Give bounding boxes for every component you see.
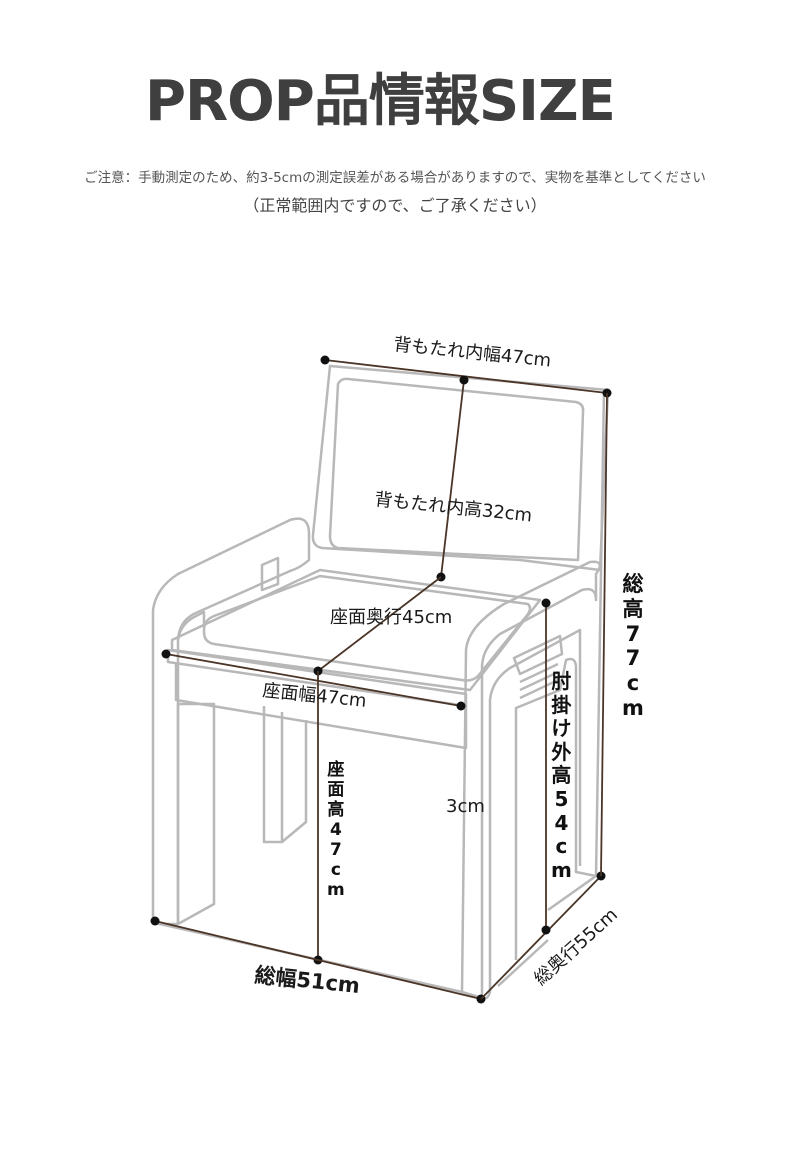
total-depth-line [480, 875, 602, 1000]
vertical-label-char: 面 [327, 780, 345, 801]
seat-depth-line [317, 576, 442, 672]
page-title: PROP品情報SIZE [145, 69, 616, 134]
vertical-label-char: c [330, 860, 341, 881]
vertical-label-char: 7 [329, 840, 342, 861]
dot [161, 649, 171, 659]
vertical-label-char: 5 [554, 786, 569, 811]
seat-cushion-inner [202, 574, 532, 682]
right-armrest-outer [481, 628, 582, 1000]
back-left-leg-side [281, 720, 308, 843]
measurement-lines [150, 355, 612, 1004]
vertical-label-char: け [551, 716, 572, 741]
left-armrest-panel [260, 556, 280, 592]
vertical-label-char: 高 [327, 800, 345, 821]
label-seat-depth: 座面奥行45cm [330, 607, 452, 628]
total-width-line [154, 920, 482, 1000]
right-rear-leg [547, 389, 606, 912]
vertical-label-char: 7 [625, 621, 641, 646]
label-seat-width: 座面幅47cm [261, 680, 367, 712]
label-backrest-inner-height: 背もたれ内高32cm [373, 489, 533, 526]
label-total-width: 総幅51cm [253, 963, 360, 998]
vertical-label-char: m [551, 857, 572, 882]
measurement-note-sub: （正常範囲内ですので、ご了承ください） [243, 196, 547, 215]
backrest-height-line [440, 379, 465, 578]
vertical-label-char: 外 [551, 739, 572, 764]
right-armrest [460, 560, 602, 1000]
vertical-label-char: 座 [327, 760, 345, 780]
measurement-note: ご注意：手動測定のため、約3-5cmの測定誤差がある場合がありますので、実物を基… [84, 170, 706, 186]
dot [459, 375, 469, 385]
backrest-cushion [328, 377, 585, 562]
right-side-panel [514, 657, 597, 960]
left-armrest [151, 517, 311, 926]
dot [541, 925, 551, 935]
back-left-leg [262, 706, 284, 844]
vertical-label-char: 7 [625, 646, 641, 671]
vertical-label-char: 4 [554, 810, 569, 835]
dot [541, 598, 551, 608]
vertical-label-char: 掛 [551, 692, 572, 717]
chair-outline [151, 364, 610, 1000]
seat-cushion [170, 568, 542, 692]
vertical-label-char: 高 [551, 763, 572, 788]
dot [320, 355, 330, 365]
vertical-label-char: 高 [622, 596, 644, 621]
right-armrest-slats [519, 662, 559, 700]
vertical-label-char: m [327, 880, 345, 901]
label-armrest-thickness: 3cm [446, 796, 485, 817]
dot [150, 916, 160, 926]
label-total-depth: 総奥行55cm [530, 904, 622, 989]
vertical-label-char: 4 [329, 820, 342, 841]
vertical-label-char: 肘 [551, 669, 572, 693]
left-front-leg [176, 702, 216, 926]
total-height-line [600, 392, 608, 877]
dot [456, 701, 466, 711]
right-armrest-window [512, 634, 564, 676]
label-backrest-inner-width: 背もたれ内幅47cm [392, 334, 552, 371]
backrest-frame [311, 364, 610, 572]
vertical-label-char: c [555, 834, 568, 859]
base-right [497, 939, 549, 987]
seat-width-line [165, 653, 462, 707]
vertical-label-char: 総 [622, 572, 644, 596]
vertical-label-char: c [626, 671, 640, 696]
vertical-label-char: m [622, 695, 644, 720]
